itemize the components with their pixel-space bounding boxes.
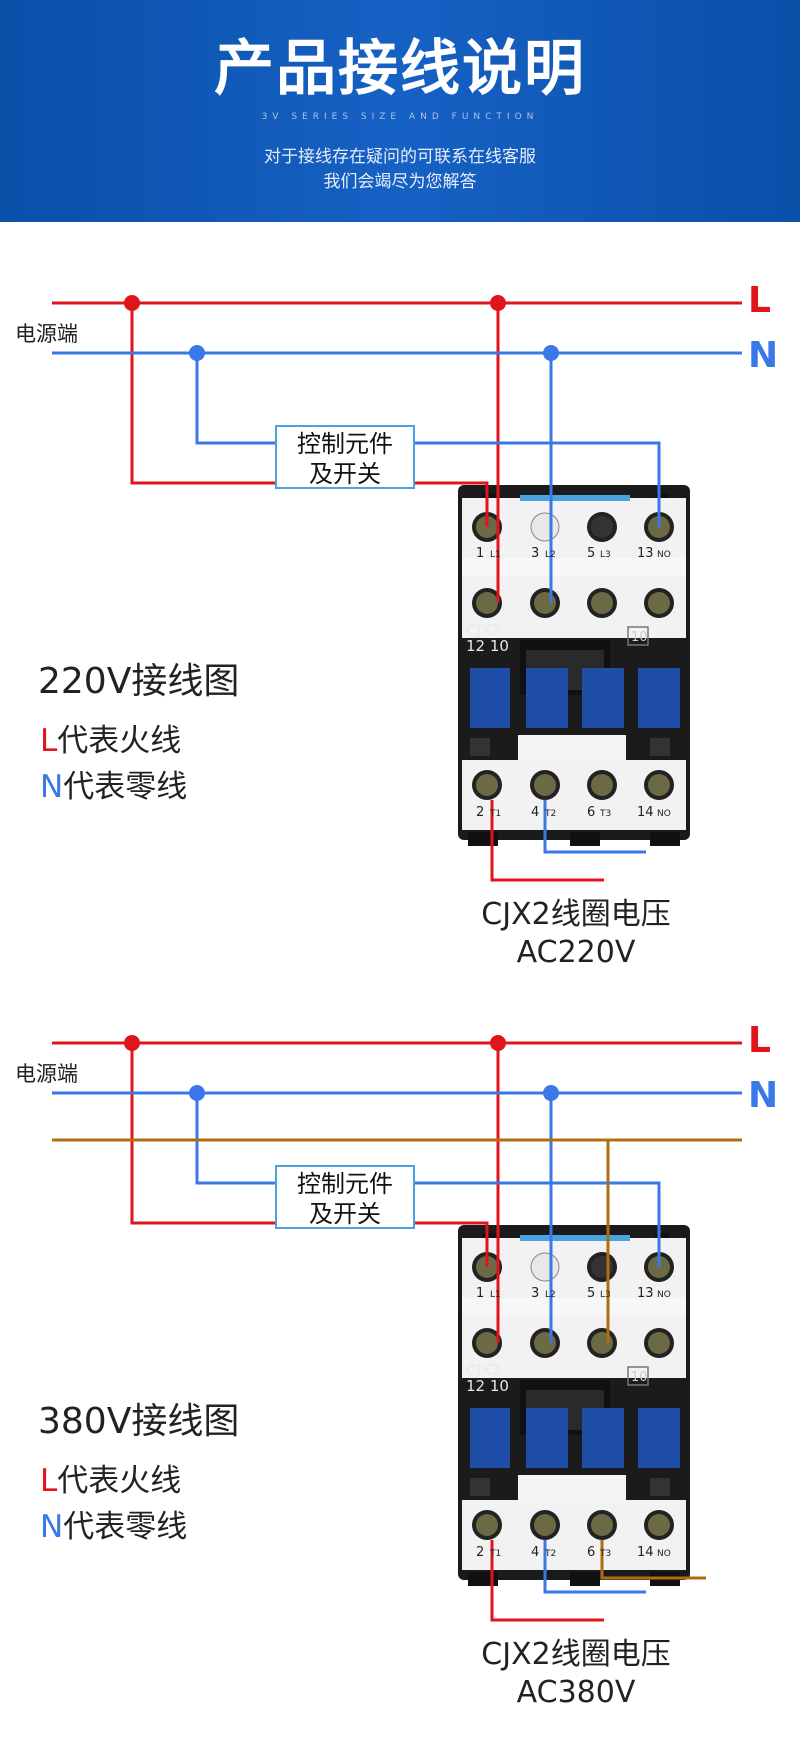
terminal-2-sub: T1: [490, 809, 502, 819]
terminal-6-label: 6: [587, 1545, 596, 1560]
legend-live-key: L: [40, 723, 58, 759]
terminal-5-label: 5: [587, 1286, 596, 1301]
control-box-line1: 控制元件: [297, 430, 393, 458]
coil-voltage-label: CJX2线圈电压 AC220V: [446, 896, 706, 972]
wiring-svg-380v: [52, 1035, 742, 1622]
wiring-svg-220v: [52, 295, 742, 882]
power-source-label: 电源端: [15, 1062, 78, 1086]
terminal-1-label: 1: [476, 1286, 485, 1301]
contactor-model-line1: CJX2: [466, 621, 501, 639]
neutral-wire: [52, 1091, 742, 1594]
terminal-6-sub: T3: [600, 809, 612, 819]
terminal-6-sub: T3: [600, 1549, 612, 1559]
legend-neutral: N代表零线: [40, 761, 187, 806]
contactor-body: [458, 1225, 690, 1586]
terminal-5-label: 5: [587, 546, 596, 561]
legend-neutral-key: N: [40, 1509, 64, 1545]
legend-live-text: 代表火线: [57, 723, 182, 759]
contactor-model-line2: 12 10: [466, 1377, 509, 1395]
terminal-3-sub: L2: [545, 550, 556, 560]
legend-live-key: L: [40, 1463, 58, 1499]
terminal-1-sub: L1: [490, 1290, 501, 1300]
live-line-label: L: [748, 1020, 771, 1061]
neutral-wire: [52, 351, 742, 854]
terminal-14-sub: NO: [657, 1549, 671, 1559]
contactor-code: 10: [631, 1370, 648, 1385]
terminal-2-label: 2: [476, 805, 485, 820]
junction-dot: [490, 1035, 506, 1051]
header-subtitle: 3V SERIES SIZE AND FUNCTION: [261, 112, 539, 122]
terminal-13-sub: NO: [657, 1290, 671, 1300]
neutral-line-label: N: [748, 335, 779, 376]
junction-dot: [543, 345, 559, 361]
legend-live-text: 代表火线: [57, 1463, 182, 1499]
coil-voltage-line2: AC220V: [516, 935, 636, 970]
header-note-line2: 我们会竭尽为您解答: [323, 172, 477, 192]
terminal-14-label: 14: [637, 1545, 654, 1560]
legend-neutral: N代表零线: [40, 1501, 187, 1546]
control-box-line2: 及开关: [309, 1200, 381, 1228]
page-title: 产品接线说明: [214, 34, 586, 104]
coil-voltage-line2: AC380V: [516, 1675, 636, 1710]
junction-dot: [189, 345, 205, 361]
terminal-5-sub: L3: [600, 1290, 611, 1300]
diagram-title: 380V接线图: [38, 1401, 240, 1442]
control-switch-box: 控制元件 及开关: [275, 425, 415, 489]
control-box-line1: 控制元件: [297, 1170, 393, 1198]
header-note-line1: 对于接线存在疑问的可联系在线客服: [264, 147, 536, 167]
junction-dot: [189, 1085, 205, 1101]
wiring-diagram-380v: 电源端 L N 控制元件 及开关 1 L1 3 L2 5 L3 13 NO CJ…: [0, 980, 800, 1730]
terminal-14-label: 14: [637, 805, 654, 820]
terminal-3-label: 3: [531, 546, 540, 561]
terminal-1-sub: L1: [490, 550, 501, 560]
junction-dot: [543, 1085, 559, 1101]
power-source-label: 电源端: [15, 322, 78, 346]
coil-voltage-label: CJX2线圈电压 AC380V: [446, 1636, 706, 1712]
terminal-4-label: 4: [531, 1545, 540, 1560]
terminal-13-sub: NO: [657, 550, 671, 560]
terminal-4-sub: T2: [545, 809, 557, 819]
live-line-label: L: [748, 280, 771, 321]
legend-neutral-text: 代表零线: [63, 769, 188, 805]
wiring-diagram-220v: 电源端 L N 控制元件 及开关 1 L1 3 L2 5 L3 13 NO CJ…: [0, 240, 800, 990]
terminal-13-label: 13: [637, 546, 654, 561]
terminal-14-sub: NO: [657, 809, 671, 819]
contactor-model-line1: CJX2: [466, 1361, 501, 1379]
legend-live: L代表火线: [40, 715, 181, 760]
terminal-13-label: 13: [637, 1286, 654, 1301]
coil-voltage-line1: CJX2线圈电压: [481, 897, 671, 932]
terminal-3-label: 3: [531, 1286, 540, 1301]
terminal-4-sub: T2: [545, 1549, 557, 1559]
control-switch-box: 控制元件 及开关: [275, 1165, 415, 1229]
coil-voltage-line1: CJX2线圈电压: [481, 1637, 671, 1672]
legend-neutral-text: 代表零线: [63, 1509, 188, 1545]
terminal-6-label: 6: [587, 805, 596, 820]
terminal-4-label: 4: [531, 805, 540, 820]
third-phase-wire: [52, 1138, 742, 1580]
diagram-title: 220V接线图: [38, 661, 240, 702]
terminal-3-sub: L2: [545, 1290, 556, 1300]
header-banner: 产品接线说明 3V SERIES SIZE AND FUNCTION 对于接线存…: [0, 0, 800, 222]
terminal-2-sub: T1: [490, 1549, 502, 1559]
legend-neutral-key: N: [40, 769, 64, 805]
junction-dot: [124, 295, 140, 311]
neutral-line-label: N: [748, 1075, 779, 1116]
junction-dot: [490, 295, 506, 311]
terminal-5-sub: L3: [600, 550, 611, 560]
control-box-line2: 及开关: [309, 460, 381, 488]
junction-dot: [124, 1035, 140, 1051]
legend-live: L代表火线: [40, 1455, 181, 1500]
terminal-1-label: 1: [476, 546, 485, 561]
live-wire: [52, 301, 742, 882]
terminal-2-label: 2: [476, 1545, 485, 1560]
contactor-model-line2: 12 10: [466, 637, 509, 655]
contactor-code: 10: [631, 630, 648, 645]
